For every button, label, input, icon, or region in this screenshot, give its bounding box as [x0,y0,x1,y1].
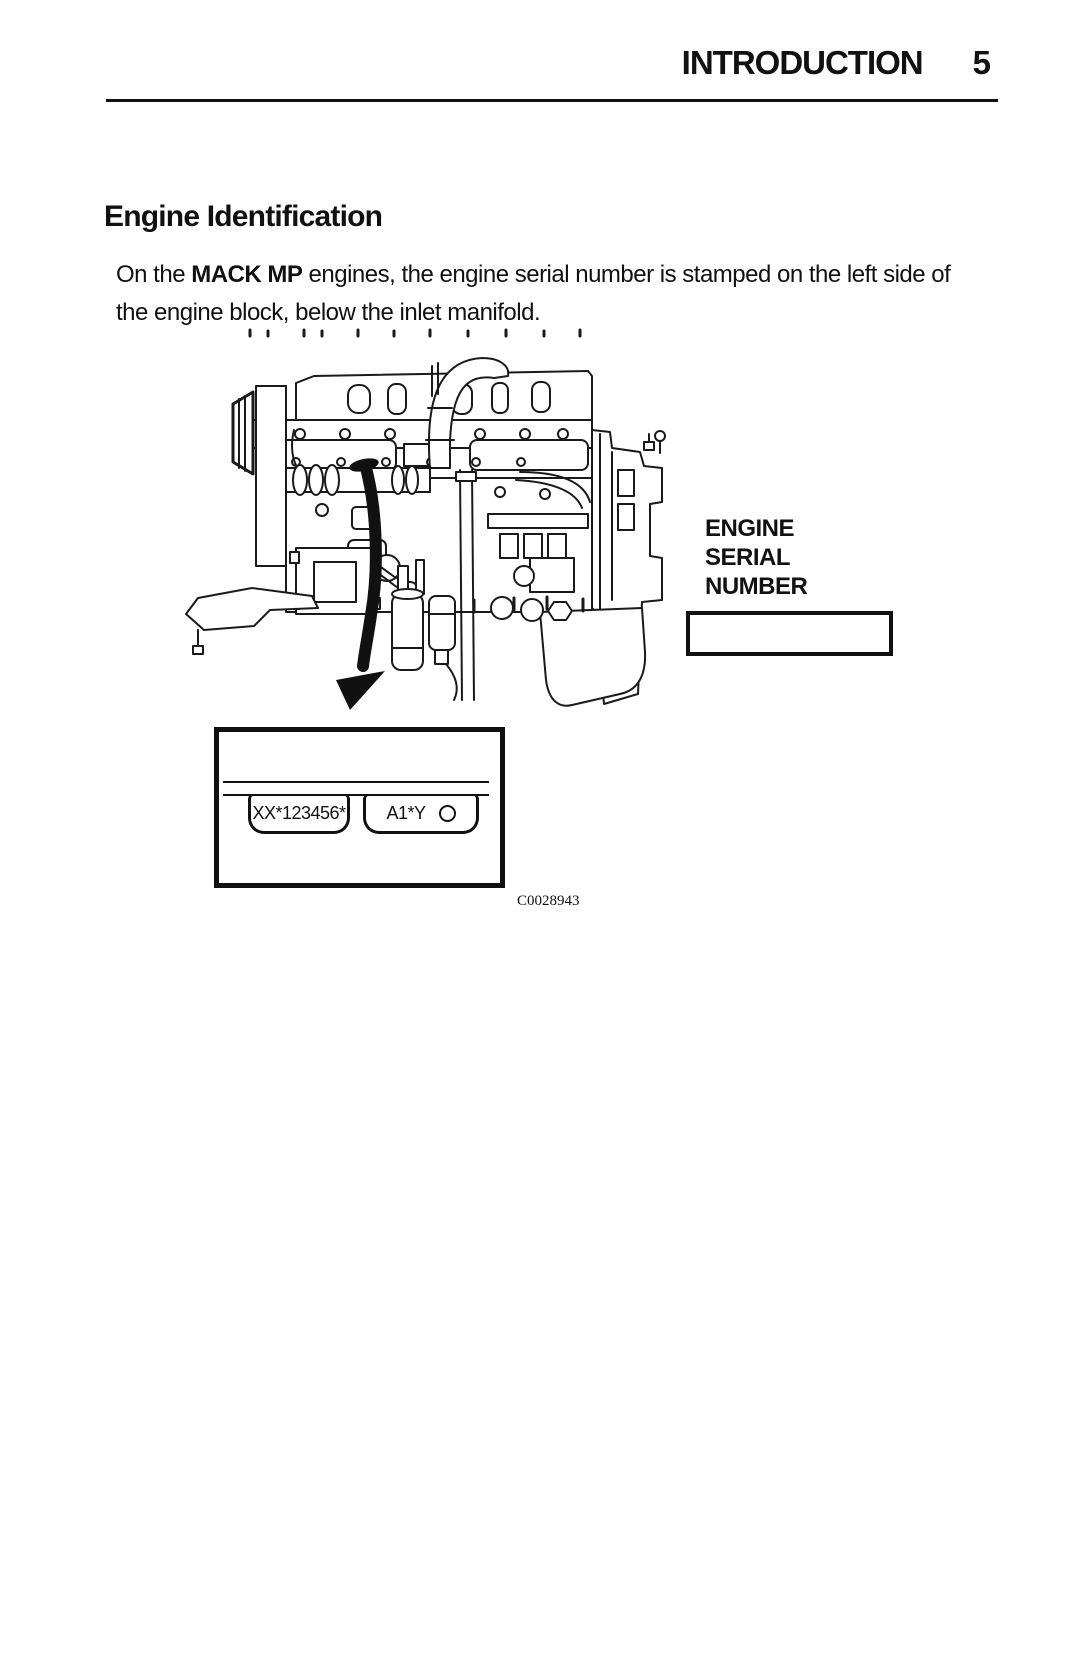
section-heading: Engine Identification [104,200,383,233]
engine-serial-label-line2: SERIAL [705,544,791,571]
engine-serial-label-line3: NUMBER [705,573,808,600]
stud-row [248,328,582,338]
plate-line-top [223,781,489,783]
paragraph-line1-rest: engines, the engine serial number is sta… [302,261,951,288]
pointer-arrow-shaft [357,462,382,672]
figure-caption: C0028943 [517,893,580,909]
header-rule [106,99,998,102]
mount-bracket [185,587,319,655]
turbo-pipe [425,357,510,701]
paragraph-line2: the engine block, below the inlet manifo… [116,299,541,326]
front-cover [255,385,287,567]
plate-line-bottom [223,794,489,796]
page-number: 5 [972,44,991,81]
id-plate: XX*123456* A1*Y [214,727,505,888]
engine-illustration [185,328,666,710]
oil-pan [539,607,647,707]
header-title: INTRODUCTION [681,44,924,81]
paragraph-lead: On the [116,261,192,288]
paragraph-bold-model: MACK MP [191,261,303,288]
serial-number-box [686,611,893,656]
engine-serial-label: ENGINE SERIAL NUMBER [705,514,808,601]
pointer-arrow-head [336,671,385,710]
serial-stamp-text: XX*123456* [252,803,346,823]
charge-pipe [285,464,431,496]
code-stamp-text: A1*Y [386,803,426,823]
block-bottom-details [472,595,585,622]
rocker-cover-right [469,439,589,471]
serial-stamp-tag: XX*123456* [248,794,350,834]
body-paragraph: On the MACK MP engines, the engine seria… [116,256,1016,332]
code-stamp-tag: A1*Y [363,794,479,834]
hoses [515,471,591,509]
engine-serial-label-line1: ENGINE [705,515,795,542]
punch-hole-icon [438,805,456,822]
front-damper [231,390,255,476]
page-header: INTRODUCTION 5 [105,44,991,82]
oil-filters [373,559,458,701]
